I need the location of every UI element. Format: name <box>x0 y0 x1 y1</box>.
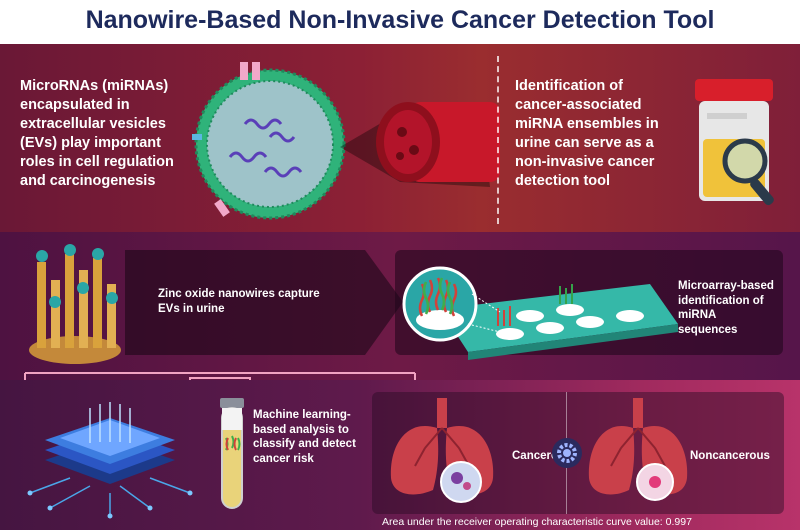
zinc-oxide-nanowires-icon <box>29 244 121 364</box>
microarray-chip-icon <box>402 266 678 360</box>
auc-text: Area under the receiver operating charac… <box>382 516 692 528</box>
urine-text: Identification of cancer-associated miRN… <box>515 78 659 189</box>
process-arrow-card <box>125 250 403 355</box>
cancerous-lung-icon <box>390 398 494 503</box>
gear-icon <box>552 438 582 468</box>
page-title: Nanowire-Based Non-Invasive Cancer Detec… <box>0 0 800 44</box>
noncancerous-lung-icon <box>588 398 688 501</box>
noncancerous-label: Noncancerous <box>690 450 770 462</box>
ai-chip-icon <box>27 402 193 519</box>
machine-learning-text: Machine learning-based analysis to class… <box>253 409 356 465</box>
nanowires-text: Zinc oxide nanowires capture EVs in urin… <box>158 288 320 315</box>
microarray-text: Microarray-based identification of miRNA… <box>678 280 774 336</box>
blood-vessel-icon <box>340 102 500 187</box>
test-tube-icon <box>220 398 244 509</box>
middle-panel: Zinc oxide nanowires capture EVs in urin… <box>0 232 800 380</box>
mirna-ev-text: MicroRNAs (miRNAs) encapsulated in extra… <box>20 78 174 189</box>
extracellular-vesicle-icon <box>192 62 346 220</box>
section-divider <box>497 56 499 224</box>
top-panel: MicroRNAs (miRNAs) encapsulated in extra… <box>0 44 800 232</box>
bottom-panel: Machine learning-based analysis to class… <box>0 380 800 530</box>
urine-cup-icon <box>695 79 774 206</box>
